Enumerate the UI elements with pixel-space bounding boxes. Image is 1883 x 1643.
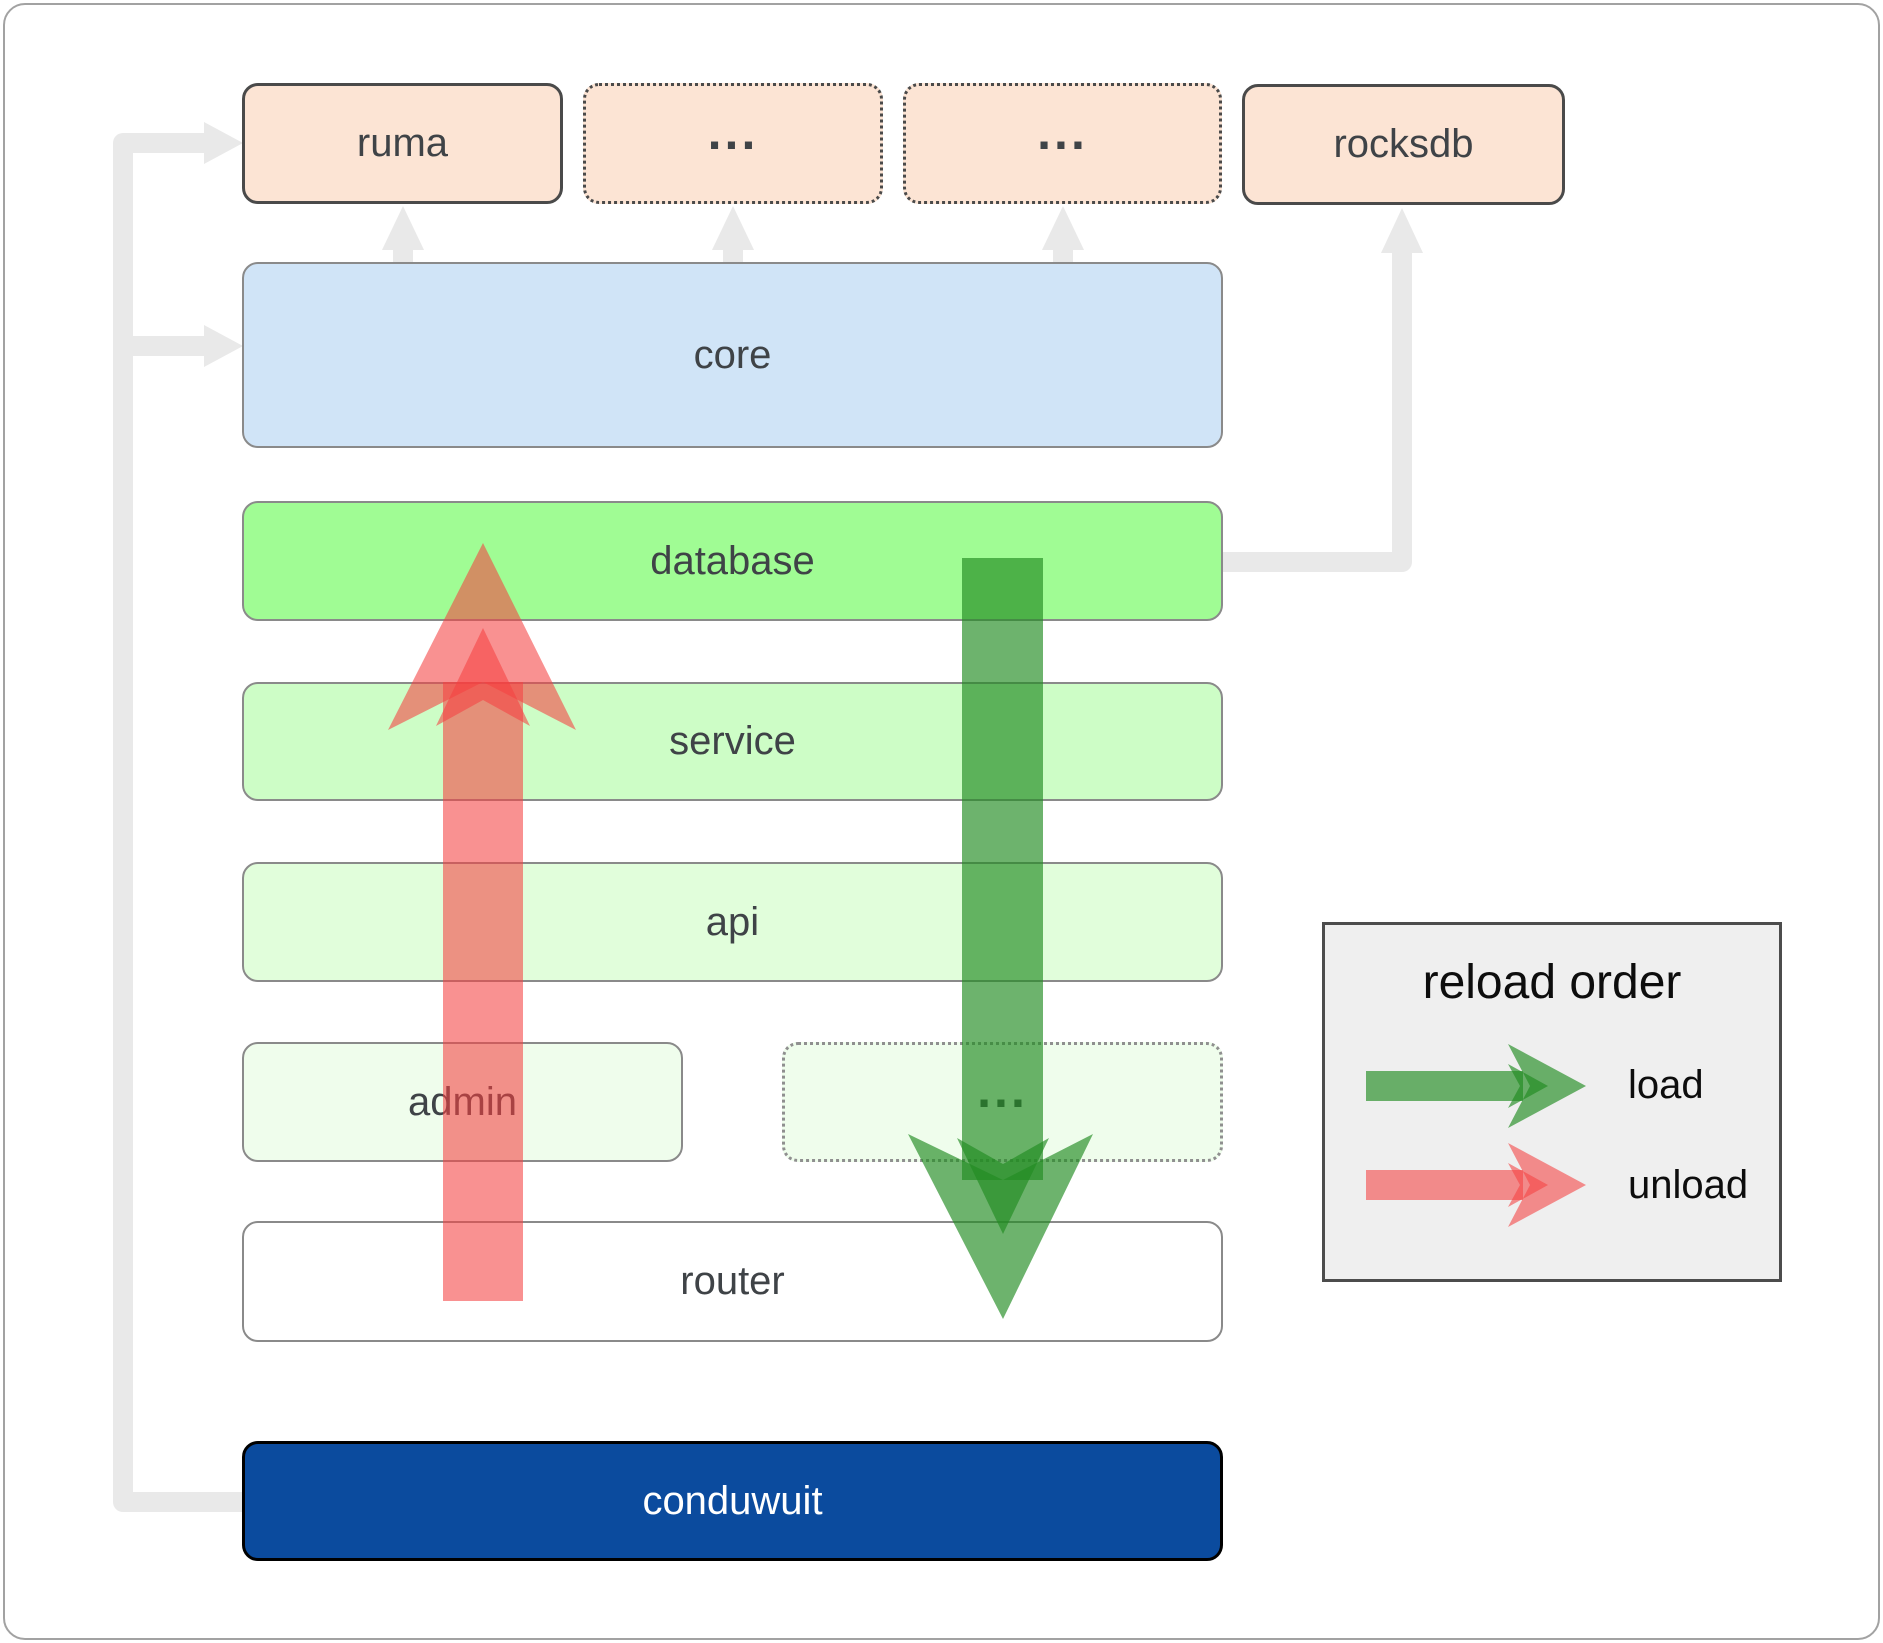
node-admin: admin <box>242 1042 683 1162</box>
node-database: database <box>242 501 1223 621</box>
node-router-label: router <box>680 1259 785 1303</box>
node-ruma: ruma <box>242 83 563 204</box>
legend-title: reload order <box>1422 956 1682 1009</box>
node-rocksdb-label: rocksdb <box>1333 122 1474 166</box>
node-rocksdb: rocksdb <box>1242 84 1565 205</box>
node-top-ellipsis-1: ... <box>583 83 883 204</box>
node-api-label: api <box>705 899 760 944</box>
node-database-label: database <box>650 538 815 583</box>
node-conduwuit-label: conduwuit <box>642 1478 823 1523</box>
node-service-label: service <box>669 719 796 763</box>
node-core-label: core <box>693 332 772 377</box>
connector-conduwuit-to-top <box>113 133 242 1512</box>
node-service: service <box>242 682 1223 801</box>
legend-unload-arrow-icon <box>1366 1143 1586 1227</box>
node-router: router <box>242 1221 1223 1342</box>
node-admin-ellipsis: ... <box>782 1042 1223 1162</box>
legend: reload order load unload <box>1322 922 1782 1282</box>
node-admin-label: admin <box>408 1079 517 1124</box>
legend-load-label: load <box>1628 1063 1704 1107</box>
node-admin-ellipsis-label: ... <box>977 1062 1028 1118</box>
arrowhead-up-ellipsis-1 <box>712 206 754 250</box>
node-ruma-label: ruma <box>356 121 449 165</box>
node-top-ellipsis-1-label: ... <box>707 103 759 160</box>
arrowhead-into-ruma <box>204 122 243 164</box>
connector-database-to-rocksdb <box>1223 252 1412 572</box>
node-top-ellipsis-2: ... <box>903 83 1222 204</box>
legend-unload-label: unload <box>1628 1163 1749 1207</box>
arrowhead-into-core <box>204 325 243 367</box>
node-top-ellipsis-2-label: ... <box>1037 103 1088 160</box>
node-core: core <box>242 262 1223 448</box>
node-api: api <box>242 862 1223 982</box>
legend-load-arrow-icon <box>1366 1044 1586 1128</box>
arrowhead-up-ellipsis-2 <box>1042 206 1084 250</box>
node-conduwuit: conduwuit <box>242 1441 1223 1561</box>
legend-arrows <box>1366 1044 1586 1227</box>
arrowhead-into-rocksdb <box>1381 208 1423 253</box>
arrowhead-up-ruma <box>382 206 424 250</box>
